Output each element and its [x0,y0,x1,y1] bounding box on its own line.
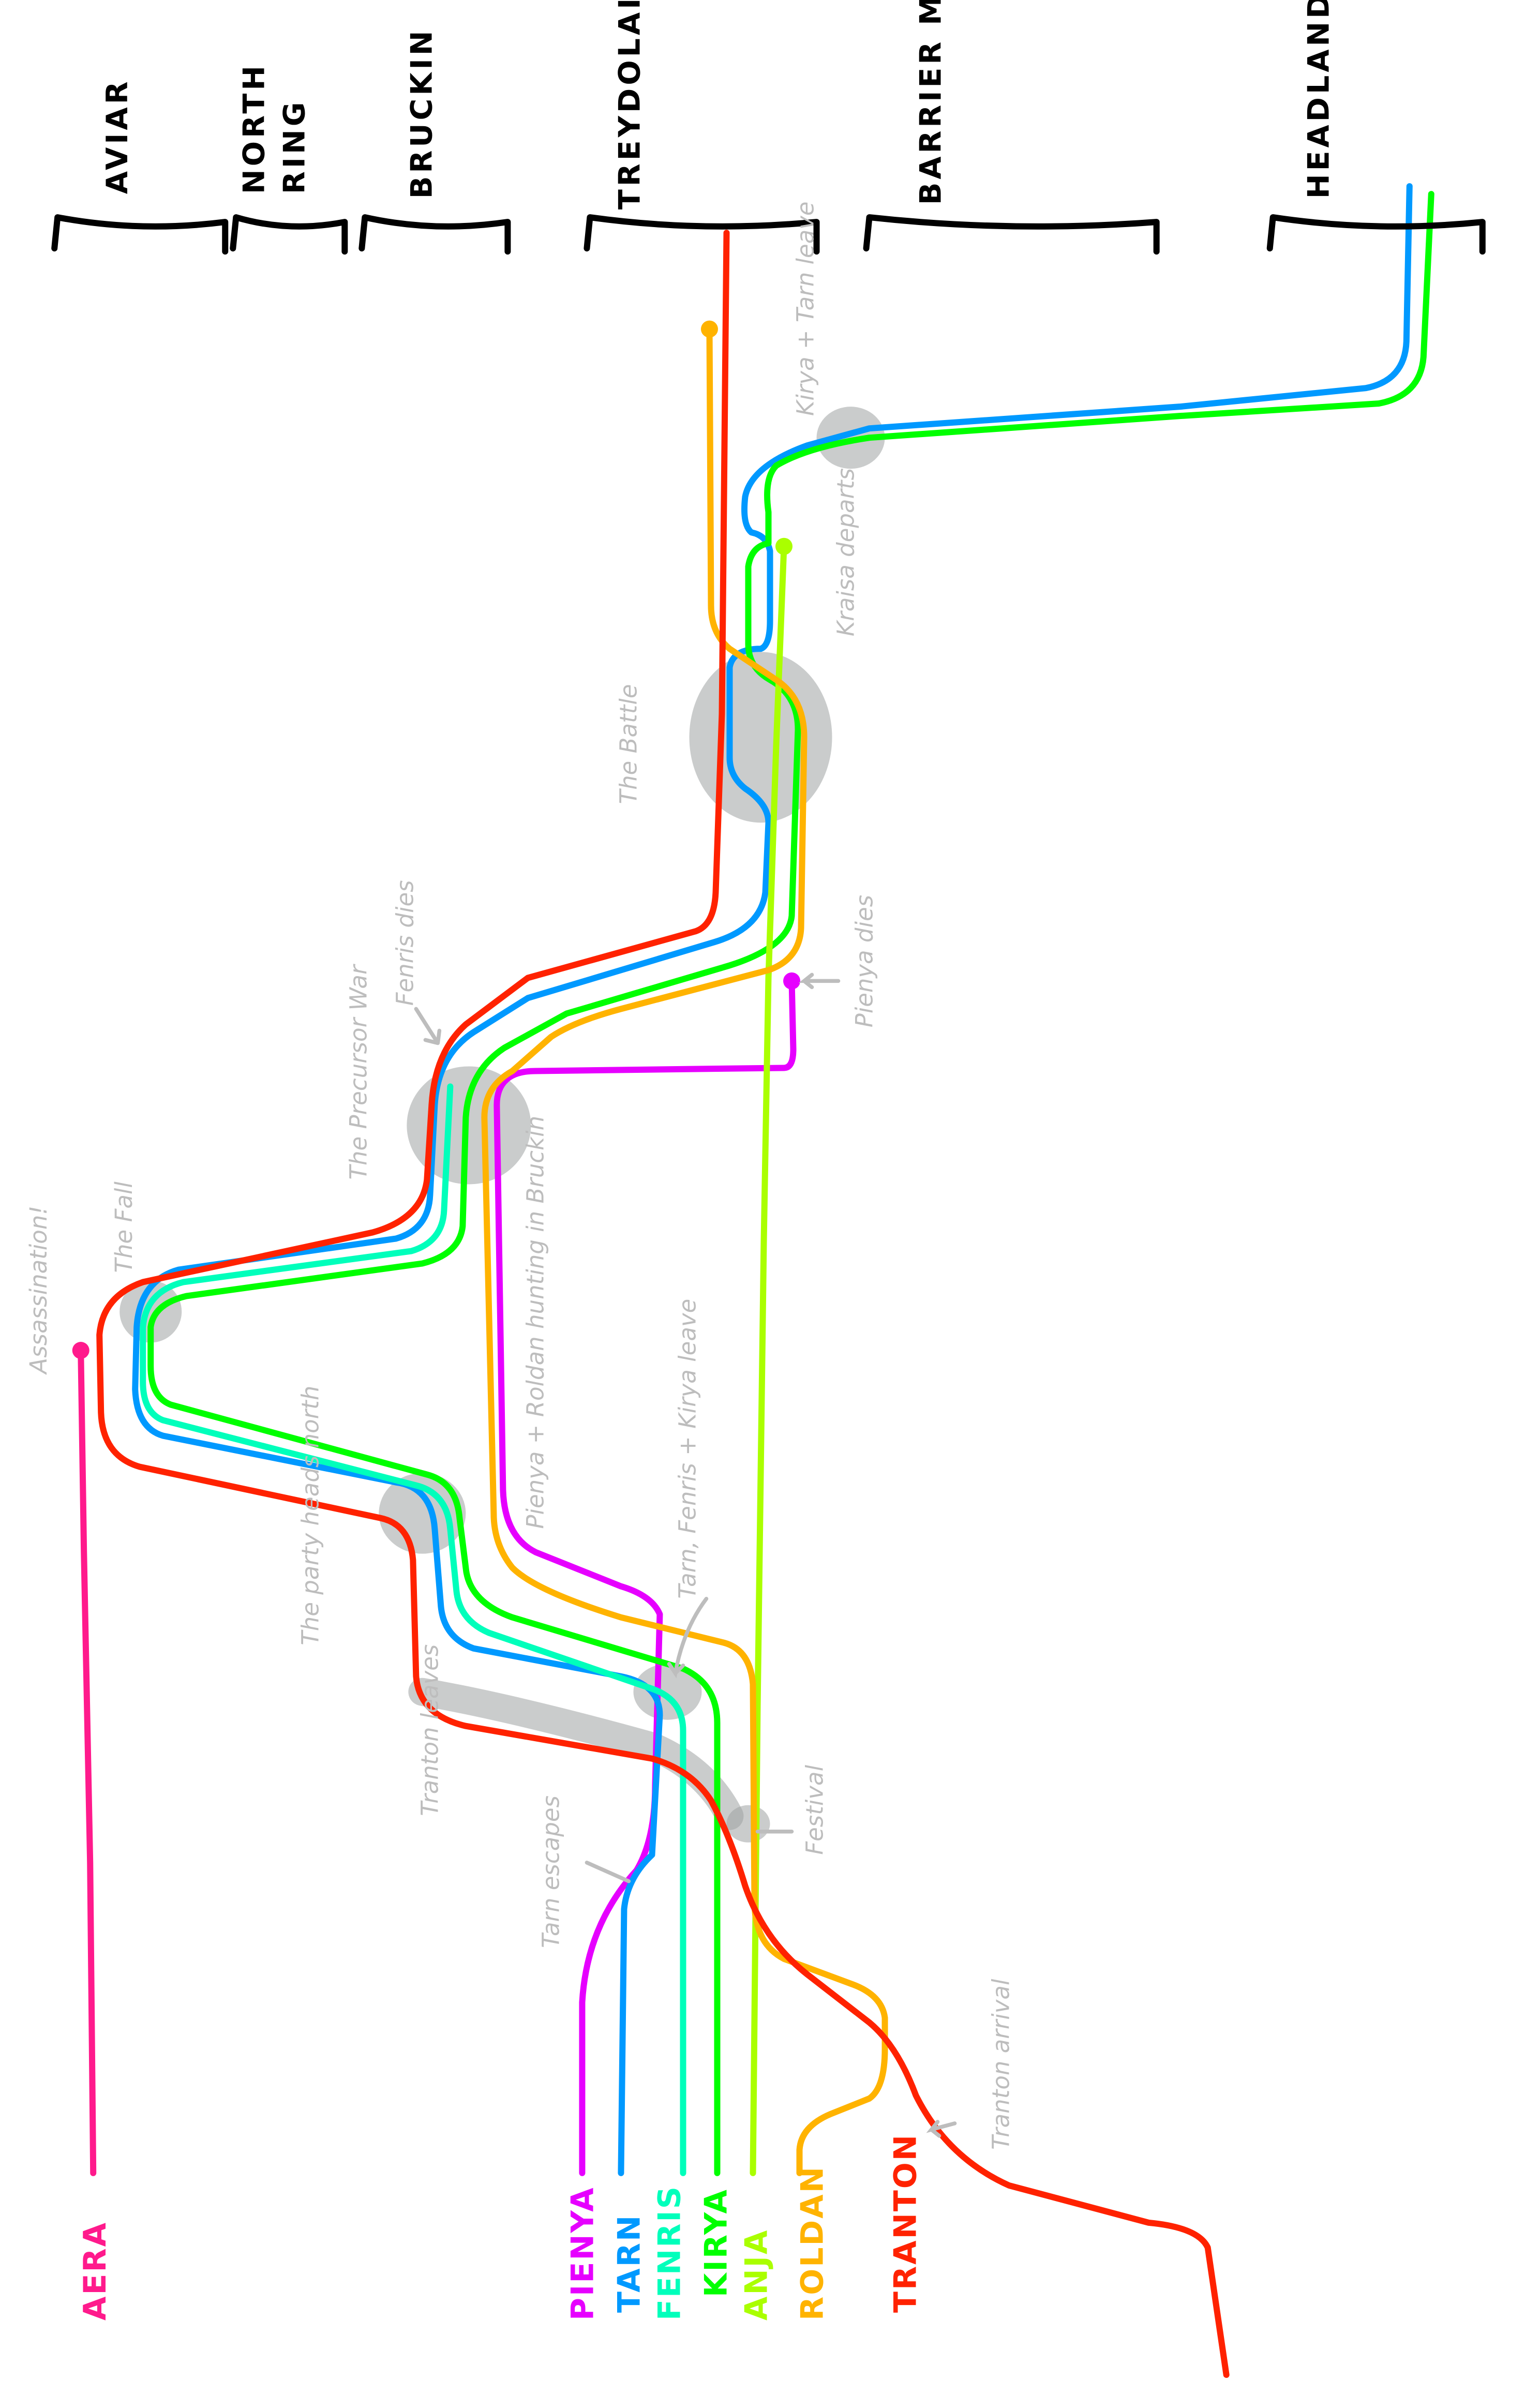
region-label-north-ring-text: NORTH [237,63,271,194]
annotation-precursor-war: The Precursor War [345,964,372,1179]
arrow-tranton-arrival [926,2120,957,2138]
annotation-the-fall: The Fall [110,1181,138,1273]
region-label-bruckin: BRUCKIN [405,28,439,199]
region-label-headland: HEADLAND [1302,0,1336,199]
annotation-tranton-leaves: Tranton leaves [416,1644,443,1816]
storyline-roldan [481,326,888,2176]
region-bracket-3 [584,214,820,255]
character-label-fenris: FENRIS [651,2185,687,2321]
storyline-end-dot-pienya [783,972,801,990]
region-label-aviar: AVIAR [100,79,134,194]
region-bracket-5 [1266,214,1486,255]
annotation-pienya-dies: Pienya dies [851,895,878,1028]
annotation-kirya-tarn-leave: Kirya + Tarn leave [792,201,819,416]
event-marker [689,652,832,823]
storyline-aera [78,1347,97,2176]
character-lines [72,183,1434,2378]
arrow-tarn-escapes [585,1861,631,1883]
region-label-north-ring-line2: RING [277,99,311,194]
region-label-treydolain: TREYDOLAIN [612,0,647,209]
region-label-barrier-mountains: BARRIER MOUNTAINS [914,0,948,205]
region-bracket-2 [358,214,511,255]
storyline-kirya [147,191,1434,2176]
storyline-anja [750,543,787,2176]
storyline-end-dot-aera [72,1342,89,1359]
annotation-assassination: Assassination! [25,1206,52,1375]
region-bracket-0 [51,214,229,255]
character-label-pienya: PIENYA [564,2186,601,2321]
annotation-party-heads-north: The party heads north [296,1386,324,1645]
region-bracket-4 [863,214,1160,255]
character-label-tarn: TARN [611,2214,647,2313]
event-marker [633,1664,702,1720]
arrow-pienya-dies [798,972,841,990]
arrow-fenris-dies [414,1007,442,1045]
annotation-tarn-escapes: Tarn escapes [537,1795,564,1948]
character-label-roldan: ROLDAN [795,2165,831,2321]
character-labels: AERA PIENYA TARN FENRIS KIRYA ANJA ROLDA… [77,2133,923,2321]
character-label-tranton: TRANTON [888,2133,924,2313]
region-bracket-1 [230,214,348,255]
storyline-tranton [96,230,1230,2378]
storyline-end-dot-anja [775,537,793,555]
arrow-tarn-fenris-kirya-leave [667,1596,709,1679]
annotation-fenris-dies: Fenris dies [391,880,418,1006]
character-label-kirya: KIRYA [698,2188,734,2297]
annotation-pienya-roldan-hunting: Pienya + Roldan hunting in Bruckin [521,1116,549,1529]
annotation-kraisa-departs: Kraisa departs [832,468,860,636]
storyline-fenris [140,1083,686,2176]
storyline-end-dot-roldan [700,320,718,338]
region-brackets [51,214,1486,255]
annotations: Assassination! The Fall The Precursor Wa… [25,201,1014,2150]
annotation-tranton-arrival: Tranton arrival [988,1979,1015,2150]
annotation-the-battle: The Battle [615,684,642,804]
storyline-pienya [494,978,797,2176]
event-marker [379,1473,466,1554]
character-label-anja: ANJA [738,2229,774,2321]
storyline-tarn [132,183,1413,2176]
event-marker-tranton-leaves [408,1678,744,1830]
annotation-tarn-fenris-kirya-leave: Tarn, Fenris + Kirya leave [674,1299,701,1599]
character-label-aera: AERA [77,2221,113,2321]
annotation-festival: Festival [801,1764,829,1854]
